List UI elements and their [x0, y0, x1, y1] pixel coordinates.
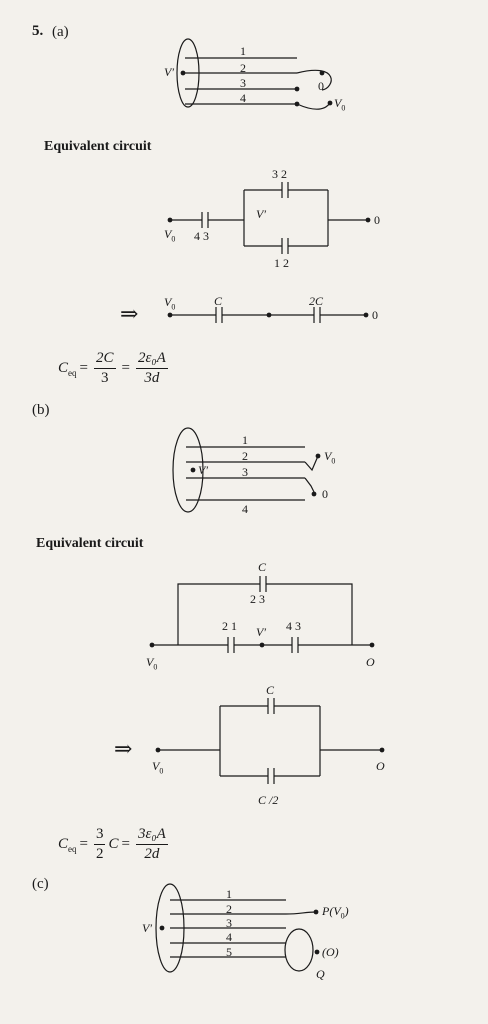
part-b-cap-top-label: C: [258, 560, 267, 574]
part-c-p-label: P(V0): [322, 904, 349, 921]
part-a-equivalent-circuit: [167, 182, 371, 254]
part-a-heading: Equivalent circuit: [44, 139, 152, 154]
part-a-plate-label-4: 4: [240, 91, 246, 105]
part-b-zero-label: 0: [322, 487, 328, 501]
part-a-plate-label-3: 3: [240, 76, 246, 90]
part-c-plate-label-1: 1: [226, 887, 232, 901]
part-b-v0-wire: [304, 455, 319, 472]
part-b-v0-label: V0: [324, 449, 336, 466]
part-a-series-zero-label: 0: [372, 308, 378, 322]
part-c-p-wire: [285, 911, 317, 915]
part-c-label: (c): [32, 876, 49, 892]
part-b-vprime-label: V′: [198, 463, 208, 477]
part-b-cap-top-plates: 2 3: [250, 592, 265, 606]
part-a-node-vprime-label: V′: [256, 207, 266, 221]
part-c-plate-label-5: 5: [226, 945, 232, 959]
part-c-q-label: Q: [316, 967, 325, 981]
part-b-implies-arrow: ⇒: [114, 736, 133, 761]
part-b-plate-diagram: [172, 427, 321, 513]
part-c-o-label: (O): [322, 945, 339, 959]
part-b-label: (b): [32, 402, 50, 418]
part-b-vprime-node: [190, 467, 196, 473]
part-b-plate-label-2: 2: [242, 449, 248, 463]
part-b-plate-label-3: 3: [242, 465, 248, 479]
part-a-eq-zero-label: 0: [374, 213, 380, 227]
part-a-right-wire: [296, 69, 332, 91]
part-a-cap-43-label: 4 3: [194, 229, 209, 243]
part-b-parallel-circuit: [155, 698, 385, 784]
part-b-zero-wire: [304, 477, 315, 493]
part-a-plate-diagram: [176, 38, 333, 110]
part-c-plate-label-2: 2: [226, 902, 232, 916]
part-b-plate-label-1: 1: [242, 433, 248, 447]
part-a-series-c-label: C: [214, 294, 223, 308]
part-b-equivalent-circuit: [149, 576, 375, 653]
part-b-par-top-label: C: [266, 683, 275, 697]
part-a-label: (a): [52, 24, 69, 40]
part-b-cap-21-label: 2 1: [222, 619, 237, 633]
part-b-left-wire-loop: [172, 427, 204, 513]
part-b-par-v0-label: V0: [152, 759, 164, 776]
part-b-eq-v0-label: V0: [146, 655, 158, 672]
part-b-par-o-label: O: [376, 759, 385, 773]
part-b-par-bottom-label: C /2: [258, 793, 279, 807]
part-a-series-v0-label: V0: [164, 295, 176, 312]
part-a-vprime-label: V′: [164, 65, 174, 79]
part-b-plate-label-4: 4: [242, 502, 248, 516]
part-c-plate-label-4: 4: [226, 930, 232, 944]
problem-number: 5.: [32, 23, 44, 39]
part-b-cap-43-label: 4 3: [286, 619, 301, 633]
part-a-implies-arrow: ⇒: [120, 301, 139, 326]
part-a-cap-12-label: 1 2: [274, 256, 289, 270]
part-a-series-circuit: [167, 307, 369, 323]
part-a-v0-label: V0: [334, 96, 346, 113]
part-b-heading: Equivalent circuit: [36, 536, 144, 551]
part-c-vprime-label: V′: [142, 921, 152, 935]
part-a-series-2c-label: 2C: [309, 294, 324, 308]
part-a-plate-label-1: 1: [240, 44, 246, 58]
part-a-eq-v0-label: V0: [164, 227, 176, 244]
part-c-vprime-node: [159, 925, 165, 931]
part-c-plate-label-3: 3: [226, 916, 232, 930]
part-c-plate-diagram: [155, 883, 320, 973]
part-a-zero-label: 0: [318, 79, 324, 93]
part-a-plate-label-2: 2: [240, 61, 246, 75]
part-a-vprime-node: [180, 70, 186, 76]
part-b-node-vprime-label: V′: [256, 625, 266, 639]
part-b-eq-o-label: O: [366, 655, 375, 669]
part-a-v0-wire: [296, 102, 331, 110]
part-c-right-wire-loop: [284, 928, 314, 972]
part-a-cap-32-label: 3 2: [272, 167, 287, 181]
